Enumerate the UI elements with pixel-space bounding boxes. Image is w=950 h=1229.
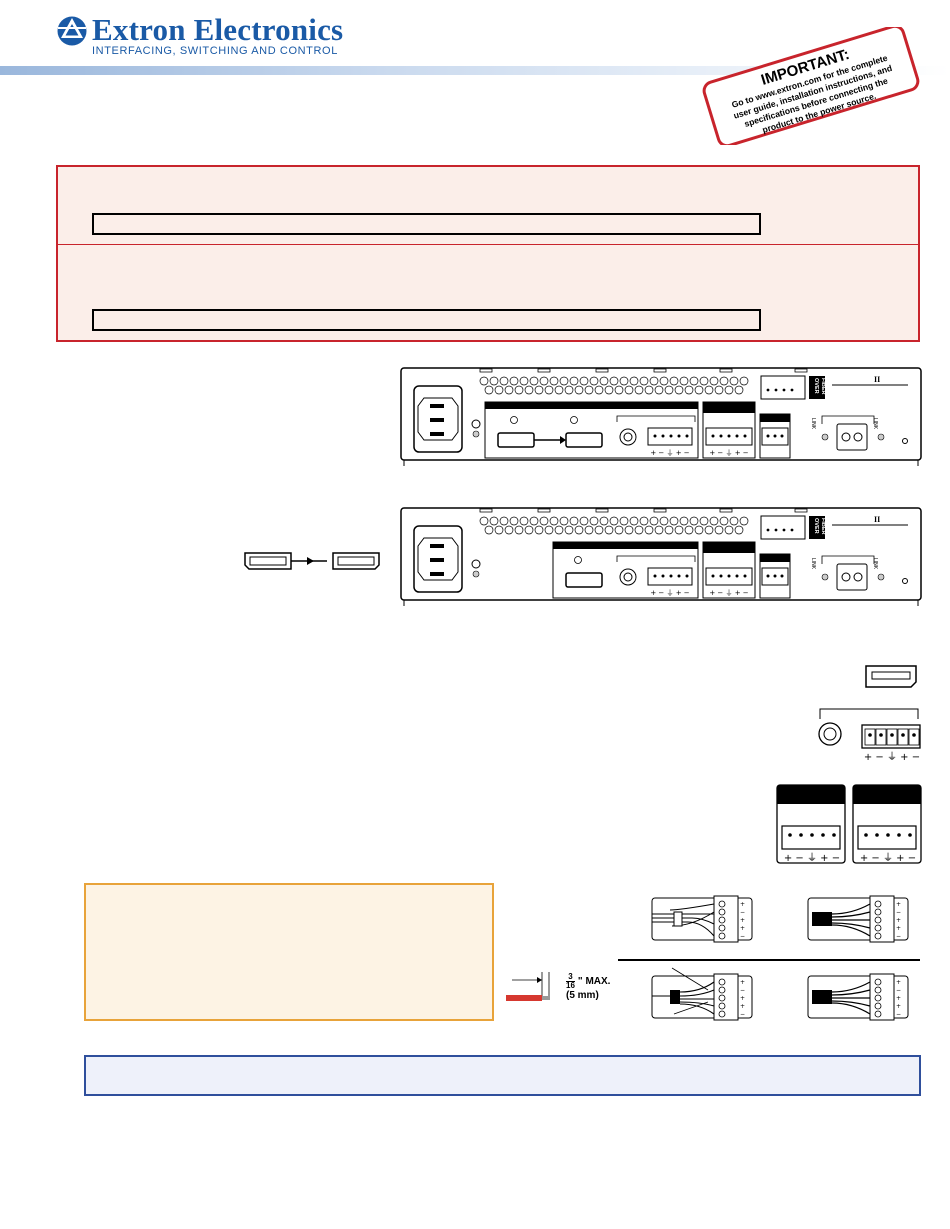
svg-text:+: +: [740, 917, 745, 924]
safety-divider: [56, 244, 920, 245]
svg-text:+ − ⏚ + −: + − ⏚ + −: [709, 449, 748, 457]
svg-text:LINK: LINK: [810, 558, 816, 570]
svg-text:OVER: OVER: [813, 378, 819, 394]
svg-text:+: +: [896, 901, 901, 908]
svg-text:II: II: [874, 515, 880, 524]
rear-panel-diagram-1: + − ⏚ + − + − ⏚ + − OVER FIBER II LINK L…: [400, 367, 922, 466]
svg-text:+ − ⏚ + −: + − ⏚ + −: [650, 589, 689, 597]
svg-text:+: +: [740, 925, 745, 932]
svg-text:+: +: [896, 925, 901, 932]
terminal-blocks-detail: + − ⏚ + − + − ⏚ + −: [776, 784, 922, 864]
svg-text:FIBER: FIBER: [820, 518, 826, 535]
svg-text:+: +: [896, 995, 901, 1002]
important-stamp: IMPORTANT: Go to www.extron.com for the …: [702, 27, 920, 145]
warning-box-1: [92, 213, 761, 235]
extron-logo-icon: [57, 16, 87, 46]
strip-inch-mark: ": [577, 976, 583, 988]
audio-connector-detail: + − ⏚ + −: [818, 708, 921, 763]
brand-tagline: INTERFACING, SWITCHING AND CONTROL: [92, 45, 338, 57]
strip-numerator: 3: [566, 973, 575, 982]
header-rule: [0, 66, 950, 75]
svg-text:FIBER: FIBER: [820, 378, 826, 395]
stripped-wire-icon: [506, 972, 550, 1001]
svg-text:−: −: [740, 987, 745, 994]
svg-text:+ − ⏚ + −: + − ⏚ + −: [864, 751, 920, 763]
strip-denominator: 16: [566, 981, 575, 990]
svg-text:−: −: [896, 987, 901, 994]
svg-text:−: −: [896, 933, 901, 940]
displayport-connector-icon: [865, 665, 917, 688]
svg-text:+: +: [740, 901, 745, 908]
svg-text:−: −: [740, 909, 745, 916]
svg-text:OVER: OVER: [813, 518, 819, 534]
strip-metric: (5 mm): [566, 990, 599, 1001]
svg-text:LINK: LINK: [872, 418, 878, 430]
svg-text:+: +: [740, 995, 745, 1002]
svg-text:+ − ⏚ + −: + − ⏚ + −: [784, 852, 840, 864]
svg-text:−: −: [896, 909, 901, 916]
svg-text:+: +: [896, 1003, 901, 1010]
caution-note-box: [84, 883, 494, 1021]
svg-text:−: −: [740, 1011, 745, 1018]
svg-text:+: +: [740, 979, 745, 986]
warning-box-2: [92, 309, 761, 331]
svg-text:+: +: [740, 1003, 745, 1010]
svg-text:+: +: [896, 917, 901, 924]
svg-text:LINK: LINK: [872, 558, 878, 570]
strip-max: MAX.: [585, 976, 611, 988]
rear-panel-diagram-2: + − ⏚ + − + − ⏚ + − OVER FIBER II LINK L…: [400, 507, 922, 606]
brand-name: Extron Electronics: [92, 12, 344, 47]
svg-text:−: −: [896, 1011, 901, 1018]
displayport-cable-icon: [244, 552, 380, 570]
svg-text:LINK: LINK: [810, 418, 816, 430]
info-note-box: [84, 1055, 921, 1096]
svg-text:II: II: [874, 375, 880, 384]
svg-text:+ − ⏚ + −: + − ⏚ + −: [650, 449, 689, 457]
wiring-diagrams: +−++− +−++− +−++− +−++−: [618, 895, 920, 1021]
svg-text:+ − ⏚ + −: + − ⏚ + −: [860, 852, 916, 864]
svg-text:+: +: [896, 979, 901, 986]
svg-text:−: −: [740, 933, 745, 940]
svg-text:+ − ⏚ + −: + − ⏚ + −: [709, 589, 748, 597]
